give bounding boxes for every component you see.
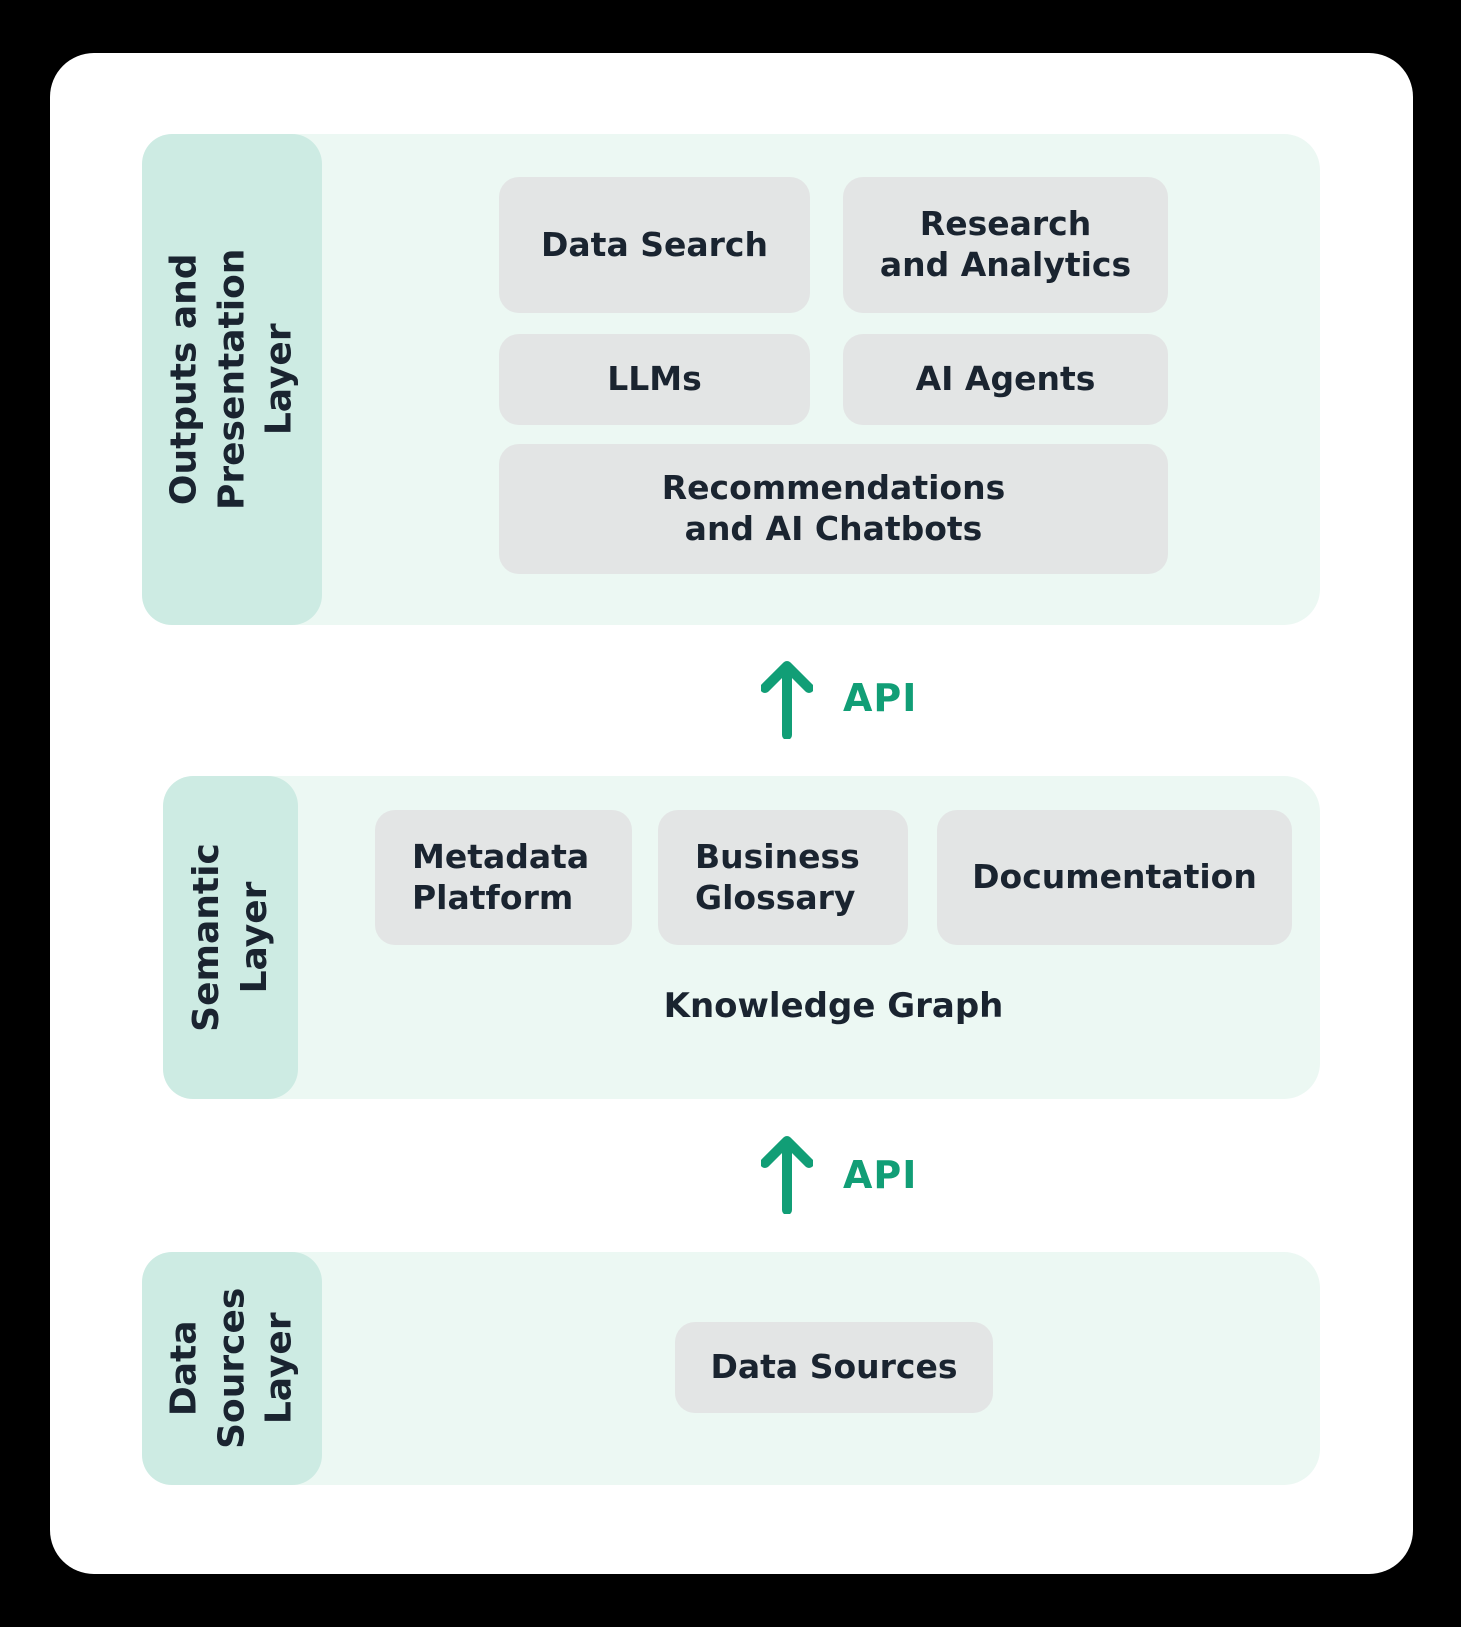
box-recommendations-chatbots: Recommendations and AI Chatbots: [499, 444, 1168, 574]
outputs-presentation-layer-label: Outputs and Presentation Layer: [163, 248, 300, 511]
data-sources-layer-sidebar: Data Sources Layer: [142, 1252, 322, 1485]
box-data-search: Data Search: [499, 177, 810, 313]
box-data-sources: Data Sources: [675, 1322, 993, 1413]
box-llms: LLMs: [499, 334, 810, 425]
knowledge-graph-caption: Knowledge Graph: [663, 986, 1004, 1026]
up-arrow-icon: [761, 1134, 813, 1214]
api-label-2: API: [843, 1153, 918, 1197]
data-sources-layer-label: Data Sources Layer: [163, 1287, 300, 1450]
box-metadata-platform: Metadata Platform: [375, 810, 632, 945]
box-documentation: Documentation: [937, 810, 1292, 945]
semantic-layer-label: Semantic Layer: [185, 843, 275, 1032]
outputs-presentation-layer-sidebar: Outputs and Presentation Layer: [142, 134, 322, 625]
semantic-layer-sidebar: Semantic Layer: [163, 776, 298, 1099]
api-label-1: API: [843, 676, 918, 720]
up-arrow-icon: [761, 659, 813, 739]
box-ai-agents: AI Agents: [843, 334, 1168, 425]
box-business-glossary: Business Glossary: [658, 810, 908, 945]
box-research-analytics: Research and Analytics: [843, 177, 1168, 313]
